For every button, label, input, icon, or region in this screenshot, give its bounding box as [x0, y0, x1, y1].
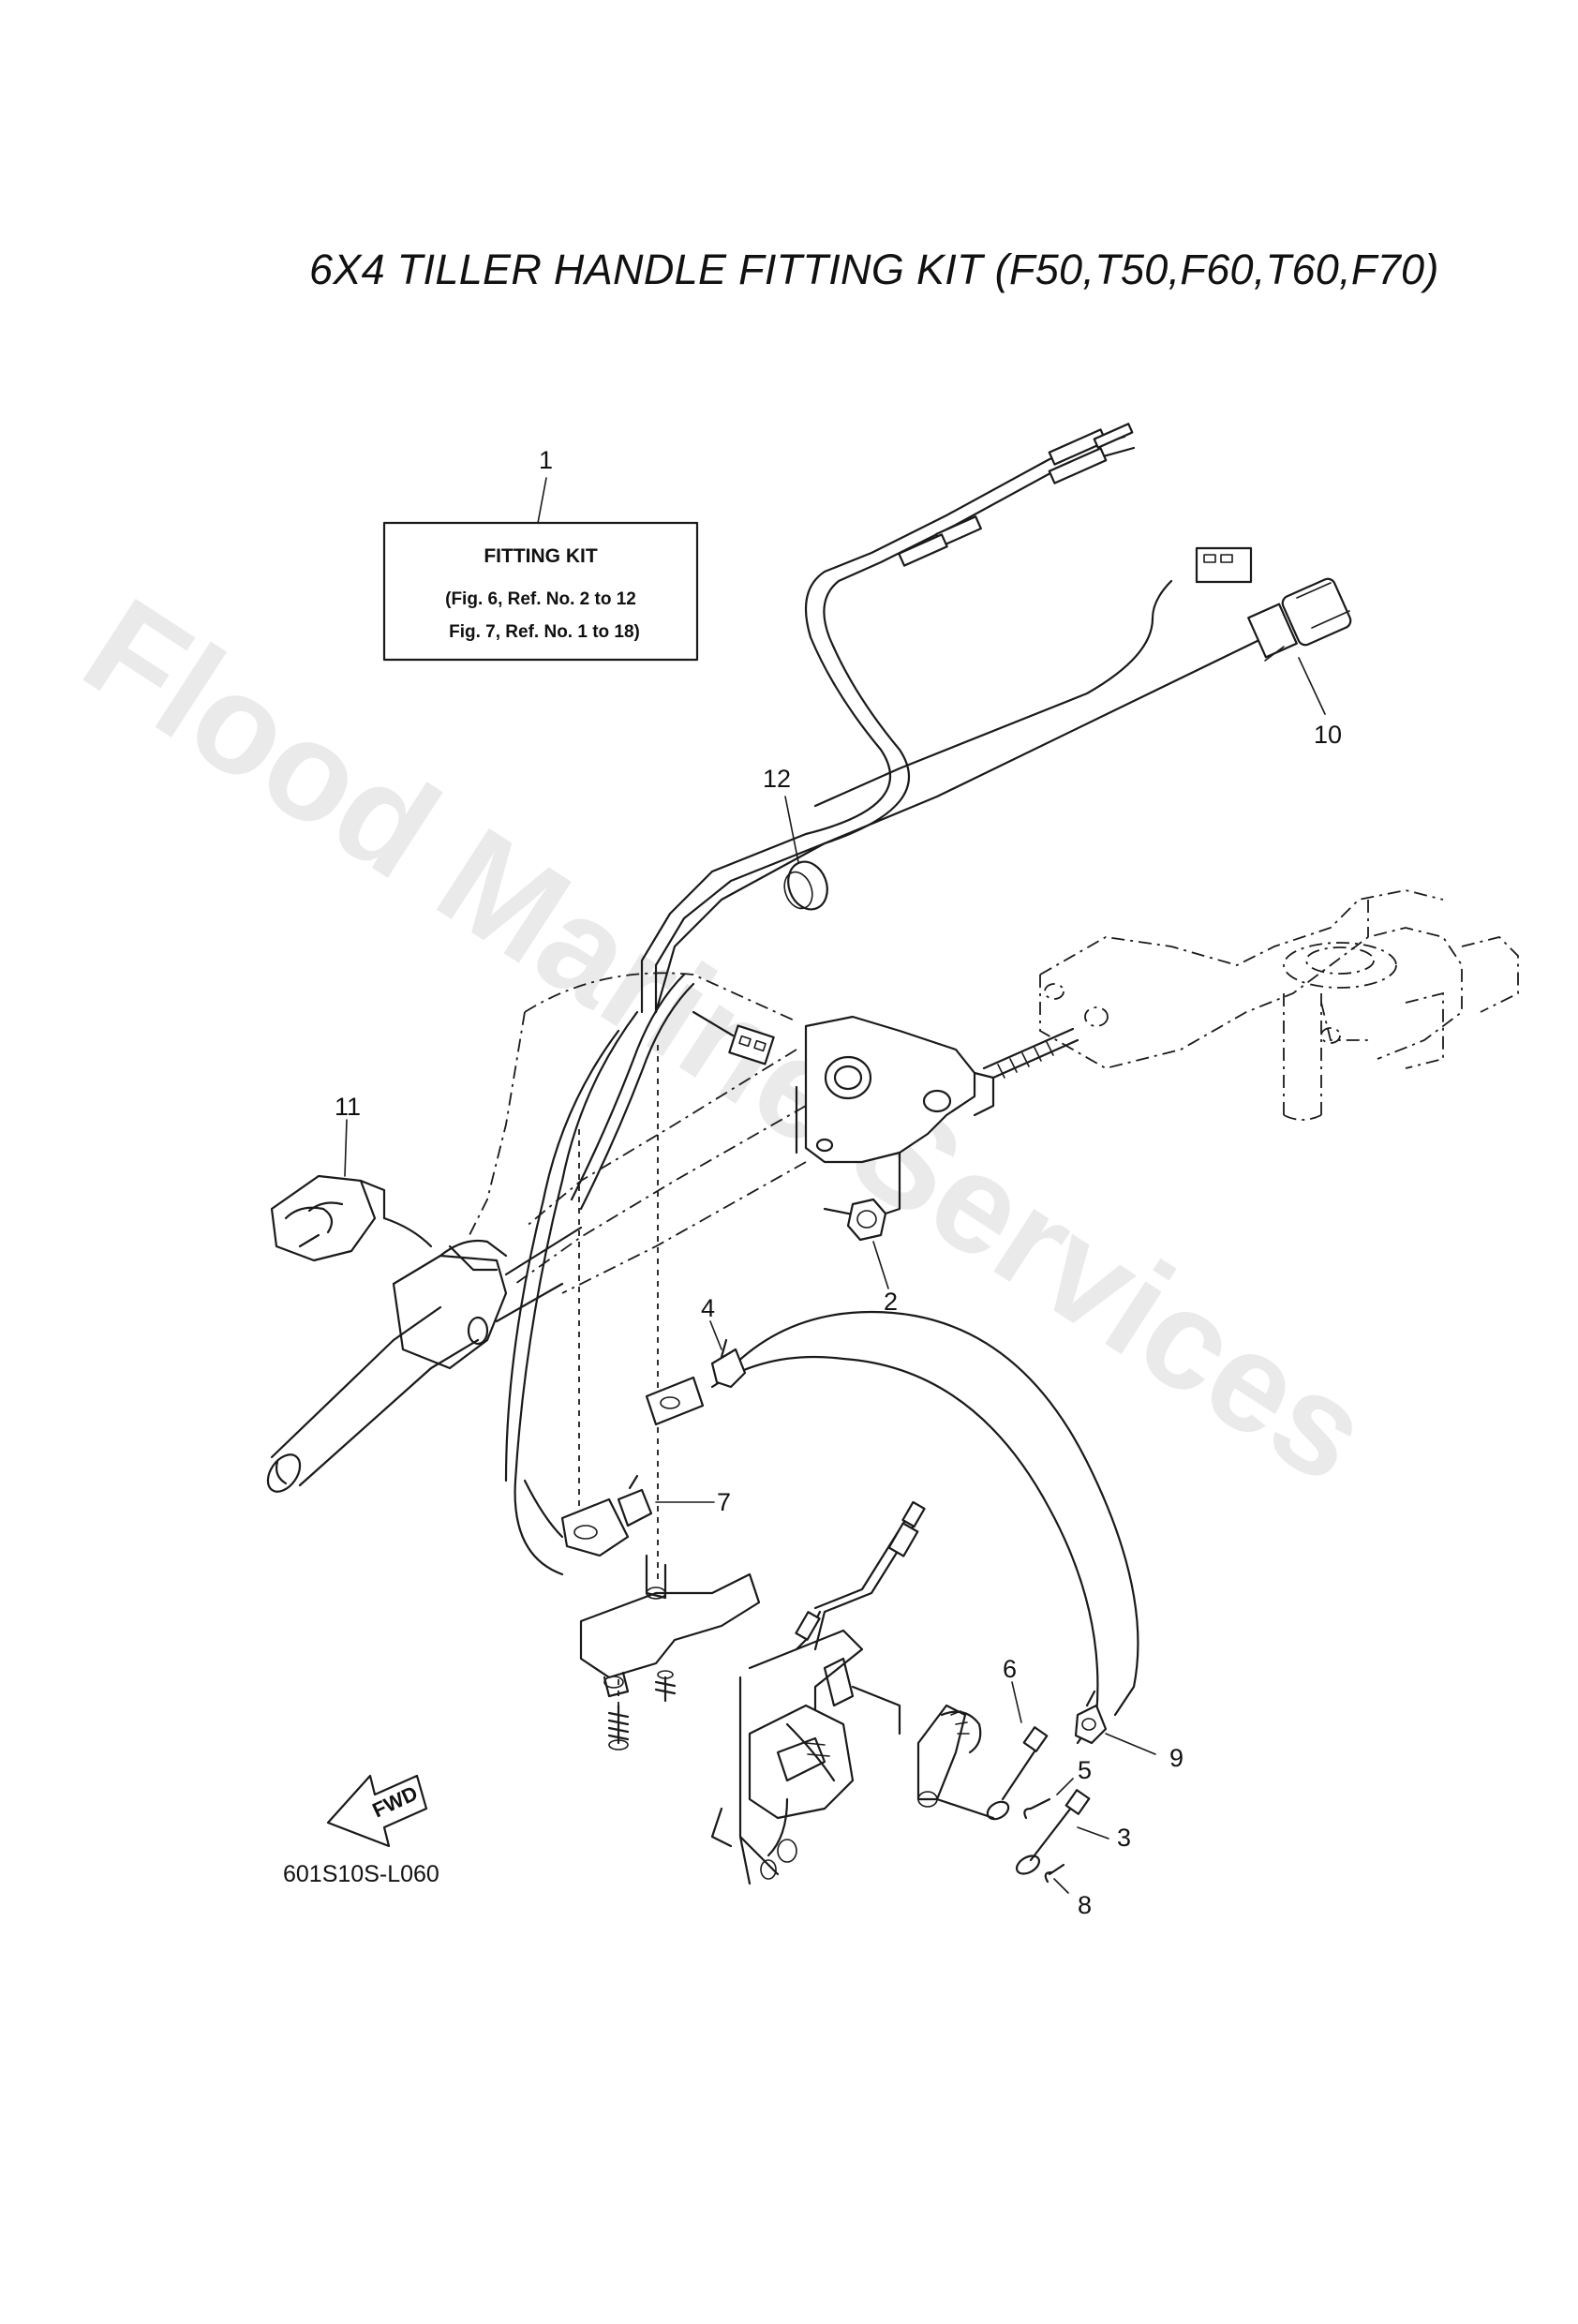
upper-clamp-bracket: [645, 1376, 705, 1426]
callout-1: 1: [539, 446, 553, 474]
cable-end-upper: [898, 423, 1134, 567]
part-10-plug-connector: [1247, 577, 1352, 662]
friction-stud: [982, 1027, 1079, 1080]
bracket-coupler: [692, 1010, 775, 1065]
kit-line-2: Fig. 7, Ref. No. 1 to 18): [449, 622, 640, 642]
callout-7: 7: [717, 1488, 731, 1516]
callout-5: 5: [1078, 1756, 1092, 1784]
callout-10: 10: [1314, 721, 1342, 749]
shift-control-box: [710, 1629, 901, 1885]
shift-lever: [916, 1704, 995, 1820]
clamp-guide-lines: [578, 1045, 659, 1734]
coupler-connector: [1195, 546, 1253, 584]
callout-6: 6: [1003, 1655, 1017, 1683]
callout-12: 12: [763, 765, 791, 793]
part-3-cable-joint: [1015, 1789, 1109, 1875]
forward-direction-arrow: FWD: [326, 1774, 428, 1848]
drawing-code: 601S10S-L060: [283, 1861, 439, 1887]
support-plate: [579, 1554, 761, 1698]
callout-11: 11: [335, 1093, 361, 1121]
part-7-cable-clamp: [560, 1474, 715, 1557]
steering-bracket: [1039, 889, 1519, 1121]
mounting-screws: [607, 1670, 677, 1750]
part-12-band: [783, 796, 828, 911]
kill-switch-wire: [382, 973, 695, 1248]
kit-heading: FITTING KIT: [484, 545, 597, 567]
diagram-title: 6X4 TILLER HANDLE FITTING KIT (F50,T50,F…: [309, 246, 1439, 293]
callout-8: 8: [1078, 1891, 1092, 1919]
kit-line-1: (Fig. 6, Ref. No. 2 to 12: [445, 589, 636, 609]
control-cable-loop: [504, 1010, 1139, 1745]
throttle-shift-cables: [640, 423, 1136, 1014]
control-box-lead: [795, 1500, 926, 1651]
tiller-handle: [266, 1226, 583, 1493]
part-8-pin: [1044, 1863, 1069, 1894]
tiller-arm-outline: [468, 972, 807, 1294]
part-4-cable-clip: [709, 1320, 747, 1389]
fitting-kit-label: FITTING KIT (Fig. 6, Ref. No. 2 to 12 Fi…: [382, 477, 699, 662]
callout-9: 9: [1169, 1744, 1184, 1772]
part-9-clip: [1074, 1690, 1156, 1755]
part-6-cable-joint: [986, 1681, 1049, 1821]
tiller-bracket: [795, 1015, 995, 1220]
wire-harness: [654, 546, 1352, 1014]
callout-2: 2: [884, 1288, 898, 1316]
callout-numbers: 1 2 3 4 5 6 7 8 9 10 11 12: [335, 446, 1342, 1919]
callout-4: 4: [701, 1294, 715, 1322]
callout-3: 3: [1117, 1824, 1131, 1852]
part-11-stop-switch-cover: [270, 1119, 386, 1262]
part-5-pin: [1023, 1778, 1074, 1820]
part-2-nut: [846, 1198, 889, 1289]
